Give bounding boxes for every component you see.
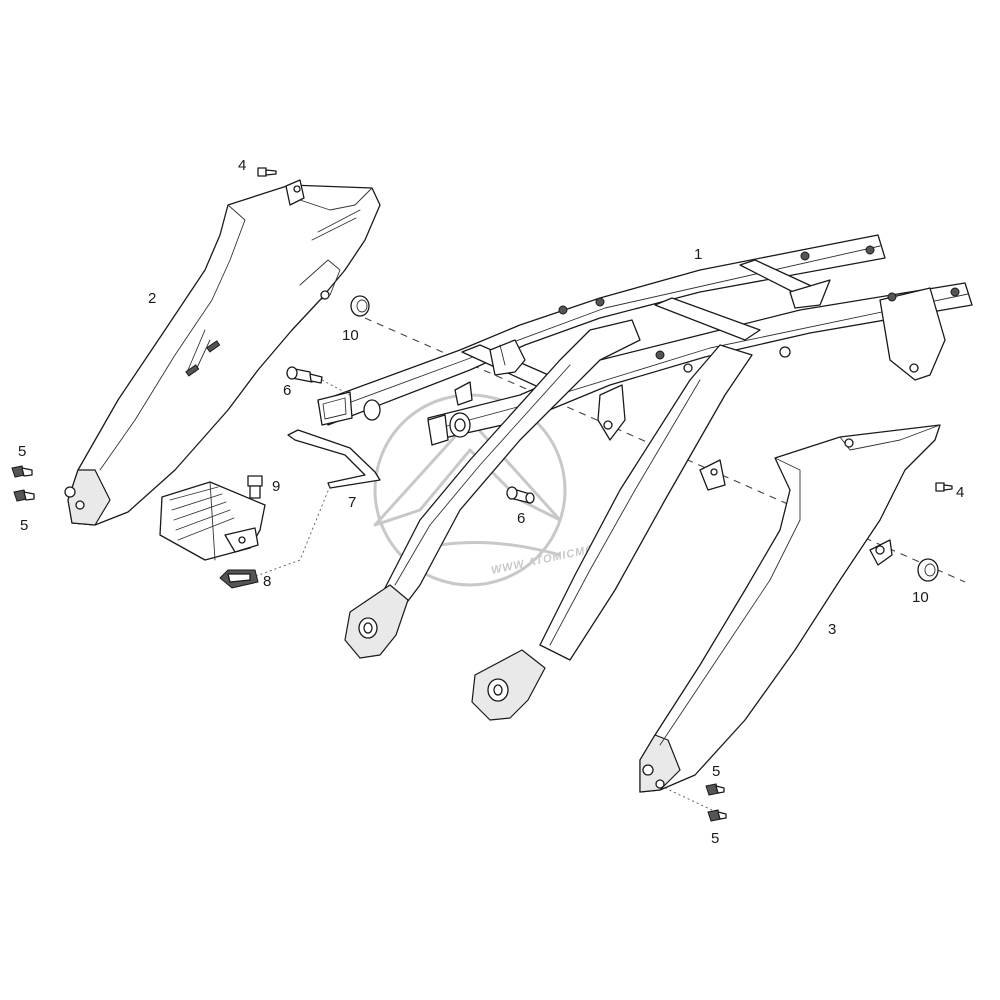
callout-5-right-upper: 5 [712, 763, 720, 780]
bolt-leader-right [664, 787, 713, 811]
callout-3: 3 [828, 621, 836, 638]
part-6-bolt-left [286, 366, 351, 396]
part-4-screw-right [935, 482, 953, 492]
part-9-bolt [247, 475, 263, 499]
callout-6-left: 6 [283, 382, 291, 399]
callout-4-top: 4 [238, 157, 246, 174]
part-7-bracket [244, 429, 381, 581]
part-3-right-side-cover [639, 424, 941, 793]
part-5-bolt-left-upper [11, 465, 33, 478]
callout-9: 9 [272, 478, 280, 495]
part-5-bolt-right-lower [707, 809, 727, 822]
callout-7: 7 [348, 494, 356, 511]
callout-10-left: 10 [342, 327, 359, 344]
callout-4-right: 4 [956, 484, 964, 501]
part-10-spacer-right [917, 558, 939, 582]
regulator-unit [159, 481, 266, 561]
callout-1: 1 [694, 246, 702, 263]
part-5-bolt-left-lower [13, 489, 35, 502]
callout-5-right-lower: 5 [711, 830, 719, 847]
callout-2: 2 [148, 290, 156, 307]
callout-10-right: 10 [912, 589, 929, 606]
callout-5-left-lower: 5 [20, 517, 28, 534]
callout-6-right: 6 [517, 510, 525, 527]
part-2-left-side-cover [64, 179, 381, 526]
part-6-bolt-right [506, 486, 535, 504]
part-10-spacer-left [350, 295, 370, 317]
part-5-bolt-right-upper [705, 783, 725, 796]
callout-5-left-upper: 5 [18, 443, 26, 460]
part-1-rear-subframe [317, 234, 973, 721]
part-8-clip [219, 569, 259, 589]
callout-8: 8 [263, 573, 271, 590]
part-4-screw-top [257, 167, 277, 177]
